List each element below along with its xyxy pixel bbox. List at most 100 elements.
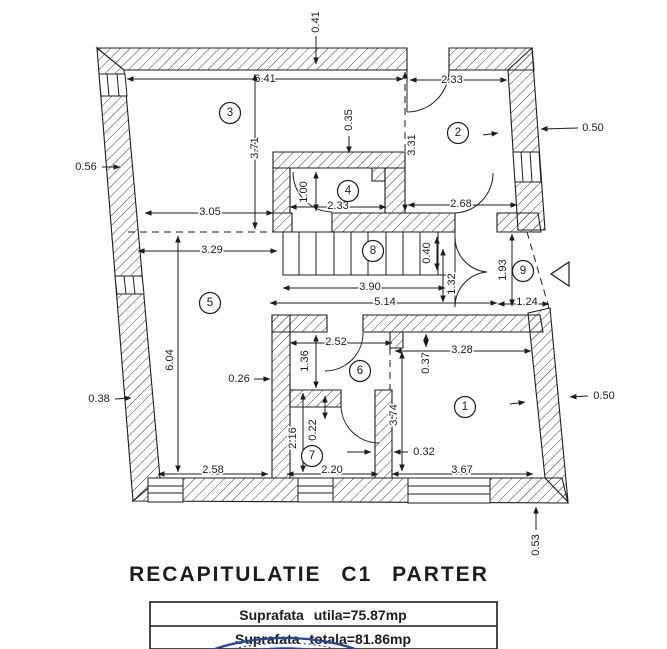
- dim-0-50-right: 0.50: [509, 389, 616, 406]
- room-badge-3: 3: [218, 101, 242, 125]
- svg-text:5.14: 5.14: [374, 296, 395, 308]
- dim-0-41: 0.41: [309, 10, 324, 65]
- svg-text:0.41: 0.41: [310, 11, 322, 32]
- dim-3-71: 3.71: [248, 73, 263, 230]
- room-badge-8: 8: [361, 239, 385, 263]
- window-left-top: [98, 73, 128, 97]
- window-bottom-room5: [147, 477, 184, 503]
- svg-text:0.22: 0.22: [307, 419, 319, 440]
- svg-text:3.90: 3.90: [359, 281, 380, 293]
- room-badge-5: 5: [198, 291, 222, 315]
- dim-2-33-room4: 2.33: [289, 199, 387, 214]
- dim-3-67: 3.67: [391, 463, 534, 478]
- dim-0-53: 0.53: [529, 506, 544, 557]
- svg-text:3.71: 3.71: [249, 137, 261, 158]
- wall-room4-left: [272, 167, 291, 214]
- svg-text:6.41: 6.41: [254, 73, 275, 85]
- svg-text:2.58: 2.58: [202, 464, 223, 476]
- svg-text:0.40: 0.40: [421, 242, 433, 263]
- svg-text:3.28: 3.28: [451, 344, 472, 356]
- wall-room1-stub: [389, 331, 404, 349]
- door-room7: [340, 404, 380, 444]
- wall-hall-band-c: [496, 212, 542, 233]
- svg-text:2.33: 2.33: [441, 74, 462, 86]
- suprafata-utila-row: Suprafata utila=75.87mp: [239, 607, 406, 623]
- dim-2-52: 2.52: [289, 335, 393, 350]
- dim-2-68: 2.68: [407, 197, 518, 212]
- dim-3-29: 3.29: [137, 243, 278, 258]
- door-room6: [324, 332, 364, 372]
- stamp: [211, 636, 359, 649]
- svg-text:0.53: 0.53: [530, 534, 542, 555]
- svg-text:8: 8: [370, 245, 376, 257]
- dim-0-22: 0.22: [306, 395, 328, 442]
- svg-text:2.33: 2.33: [327, 200, 348, 212]
- svg-text:2.20: 2.20: [321, 464, 342, 476]
- room-badge-1: 1: [453, 395, 477, 419]
- svg-text:3.05: 3.05: [199, 206, 220, 218]
- svg-text:4: 4: [345, 185, 352, 197]
- svg-text:9: 9: [520, 265, 526, 277]
- wall-block-left: [271, 314, 291, 479]
- svg-text:0.26: 0.26: [228, 373, 249, 385]
- dim-3-05: 3.05: [144, 205, 274, 220]
- svg-text:2.68: 2.68: [450, 198, 471, 210]
- door-room2: [454, 172, 494, 214]
- room-badge-6: 6: [348, 359, 372, 383]
- svg-text:3.74: 3.74: [388, 404, 400, 425]
- svg-text:1: 1: [462, 401, 468, 413]
- dim-1-36: 1.36: [298, 334, 319, 389]
- entrance-arrow-icon: [549, 260, 570, 288]
- svg-text:5: 5: [207, 297, 213, 309]
- svg-text:2.52: 2.52: [325, 336, 346, 348]
- room-badge-7: 7: [300, 444, 324, 468]
- wall-right-upper: [507, 46, 546, 231]
- svg-text:3.29: 3.29: [201, 244, 222, 256]
- dim-0-26: 0.26: [227, 372, 271, 387]
- dim-3-28: 3.28: [394, 343, 532, 358]
- dim-0-32: 0.32: [347, 445, 436, 460]
- dim-5-14: 5.14: [269, 295, 498, 310]
- windows: [98, 73, 542, 504]
- wall-room4-top: [272, 151, 406, 169]
- dim-6-41: 6.41: [126, 72, 404, 87]
- wall-left: [96, 46, 161, 503]
- dashed-lines: [128, 231, 550, 390]
- svg-text:7: 7: [309, 450, 315, 462]
- svg-text:1.93: 1.93: [497, 259, 509, 280]
- dim-0-35: 0.35: [342, 108, 357, 154]
- svg-text:0.50: 0.50: [582, 122, 603, 134]
- window-right-room2: [512, 151, 542, 183]
- dim-2-20: 2.20: [286, 463, 379, 478]
- svg-text:0.56: 0.56: [75, 161, 96, 173]
- wall-top-left: [95, 47, 408, 71]
- wall-right-lower: [527, 307, 569, 504]
- dim-0-56: 0.56: [74, 160, 121, 175]
- svg-text:3.67: 3.67: [451, 464, 472, 476]
- svg-text:1.36: 1.36: [299, 350, 311, 371]
- svg-text:0.37: 0.37: [420, 352, 432, 373]
- wall-room4-right: [384, 167, 406, 214]
- dim-2-33-top: 2.33: [409, 73, 508, 88]
- wall-room4-step: [371, 167, 386, 182]
- dim-3-90: 3.90: [282, 280, 446, 295]
- svg-text:1.32: 1.32: [446, 273, 458, 294]
- wall-room7-1-divider: [374, 389, 393, 479]
- dim-0-50-top: 0.50: [482, 121, 605, 137]
- dim-0-38: 0.38: [87, 392, 132, 407]
- wall-mid-band-right: [362, 314, 544, 333]
- dim-2-16: 2.16: [286, 392, 306, 473]
- wall-hall-band-b: [331, 212, 456, 233]
- wall-room6-7-divider: [289, 389, 342, 408]
- door-double-room9: [454, 236, 488, 308]
- wall-hall-band-a: [272, 212, 293, 233]
- svg-text:2: 2: [455, 127, 461, 139]
- window-bottom-room7: [297, 477, 334, 503]
- dim-3-74: 3.74: [387, 351, 405, 472]
- dim-2-58: 2.58: [157, 463, 269, 478]
- dim-1-24: 1.24: [497, 295, 550, 310]
- room-badge-4: 4: [336, 179, 360, 203]
- svg-text:0.50: 0.50: [593, 390, 614, 402]
- page-title: RECAPITULATIE C1 PARTER: [129, 563, 489, 586]
